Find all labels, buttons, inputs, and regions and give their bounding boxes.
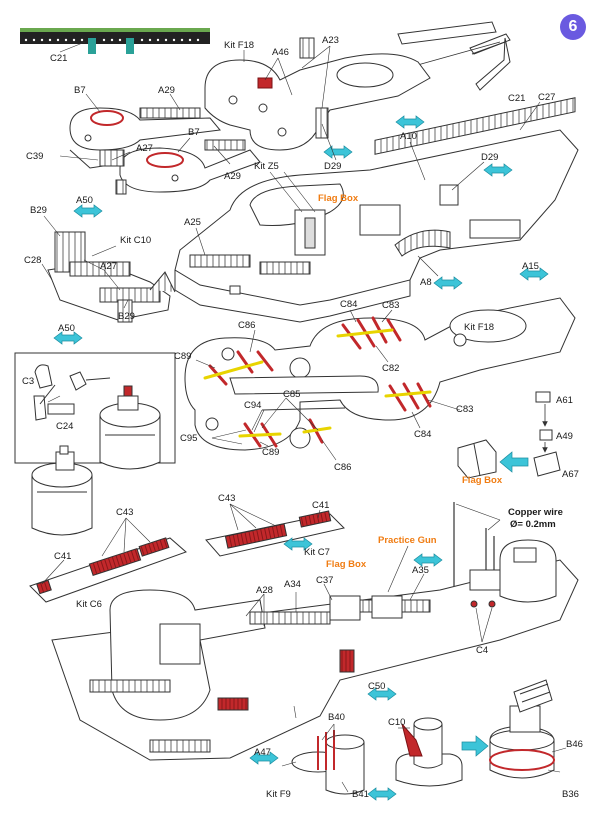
b7-platform-right	[119, 139, 261, 193]
label-d29a: D29	[324, 161, 342, 172]
label-b7a: B7	[74, 85, 86, 96]
b40-b41-platform	[291, 730, 365, 795]
label-a50a: A50	[76, 195, 93, 206]
label-c82: C82	[382, 363, 400, 374]
label-c24: C24	[56, 421, 74, 432]
label-c86a: C86	[238, 320, 256, 331]
director-tower-inset	[99, 385, 161, 470]
label-c27: C27	[538, 92, 556, 103]
label-kit-f18b: Kit F18	[464, 322, 495, 333]
label-d29b: D29	[481, 152, 499, 163]
a27-stairs-top	[99, 107, 329, 195]
label-c37: C37	[316, 575, 334, 586]
label-c89a: C89	[174, 351, 192, 362]
label-a10: A10	[400, 131, 417, 142]
bottom-hull	[51, 539, 579, 761]
label-c41a: C41	[312, 500, 330, 511]
c21-sprue	[20, 28, 210, 54]
label-a35: A35	[412, 565, 429, 576]
label-a23: A23	[322, 35, 339, 46]
label-a15: A15	[522, 261, 539, 272]
label-a29b: A29	[224, 171, 241, 182]
label-c50: C50	[368, 681, 386, 692]
label-b29a: B29	[30, 205, 47, 216]
label-c4: C4	[476, 645, 489, 656]
label-c85: C85	[283, 389, 301, 400]
label-a61: A61	[556, 395, 573, 406]
label-a47: A47	[254, 747, 271, 758]
label-copper-wire: Copper wire	[508, 507, 563, 518]
label-c89b: C89	[262, 447, 280, 458]
kit-c6-part	[29, 537, 187, 603]
label-b40: B40	[328, 712, 345, 723]
double-arrows	[53, 115, 549, 801]
label-a27b: A27	[100, 261, 117, 272]
kit-c10-stairs	[47, 231, 176, 323]
label-practice-gun: Practice Gun	[378, 535, 437, 546]
inset-box	[14, 352, 176, 464]
label-kit-c7: Kit C7	[304, 547, 330, 558]
label-a49: A49	[556, 431, 573, 442]
label-a34: A34	[284, 579, 301, 590]
label-b7b: B7	[188, 127, 200, 138]
label-a46: A46	[272, 47, 289, 58]
label-kit-f9: Kit F9	[266, 789, 291, 800]
label-a8: A8	[420, 277, 432, 288]
label-c21a: C21	[50, 53, 68, 64]
label-kit-c6: Kit C6	[76, 599, 102, 610]
label-kit-z5: Kit Z5	[254, 161, 279, 172]
label-a27a: A27	[136, 143, 153, 154]
kit-c7-part	[205, 510, 345, 557]
label-a28: A28	[256, 585, 273, 596]
label-c95: C95	[180, 433, 198, 444]
yellow-rails-f18	[203, 328, 432, 438]
label-c84b: C84	[414, 429, 432, 440]
label-c84a: C84	[340, 299, 358, 310]
upper-deck-f18	[204, 37, 431, 151]
label-b41: B41	[352, 789, 369, 800]
label-a25: A25	[184, 217, 201, 228]
label-c43a: C43	[218, 493, 236, 504]
superstructure-mid	[174, 97, 579, 323]
director-tower-lower	[31, 445, 93, 536]
label-a50b: A50	[58, 323, 75, 334]
c21-rail-piece	[397, 21, 511, 91]
leader-lines	[41, 41, 567, 793]
label-kit-c10: Kit C10	[120, 235, 152, 246]
flag-box-parts	[457, 391, 561, 479]
label-b29b: B29	[118, 311, 135, 322]
label-a67: A67	[562, 469, 579, 480]
label-c21b: C21	[508, 93, 526, 104]
label-c41b: C41	[54, 551, 72, 562]
label-flag-box-2: Flag Box	[462, 475, 503, 486]
deck-f18-ladders	[184, 297, 576, 451]
label-b46: B46	[566, 739, 583, 750]
c10-tower	[395, 717, 463, 787]
label-c28: C28	[24, 255, 42, 266]
label-flag-box-3: Flag Box	[326, 559, 367, 570]
label-kit-f18a: Kit F18	[224, 40, 255, 51]
label-flag-box-1: Flag Box	[318, 193, 359, 204]
step-number-badge: 6	[560, 14, 586, 40]
label-c39: C39	[26, 151, 44, 162]
label-a29a: A29	[158, 85, 175, 96]
label-wire-diameter: Ø= 0.2mm	[510, 519, 556, 530]
b46-b36-assembly	[489, 679, 555, 779]
label-c10: C10	[388, 717, 406, 728]
label-c83a: C83	[382, 300, 400, 311]
label-c43b: C43	[116, 507, 134, 518]
label-c94: C94	[244, 400, 262, 411]
label-c83b: C83	[456, 404, 474, 415]
b7-platform-left	[69, 107, 221, 169]
label-c86b: C86	[334, 462, 352, 473]
label-b36: B36	[562, 789, 579, 800]
label-c3: C3	[22, 376, 35, 387]
